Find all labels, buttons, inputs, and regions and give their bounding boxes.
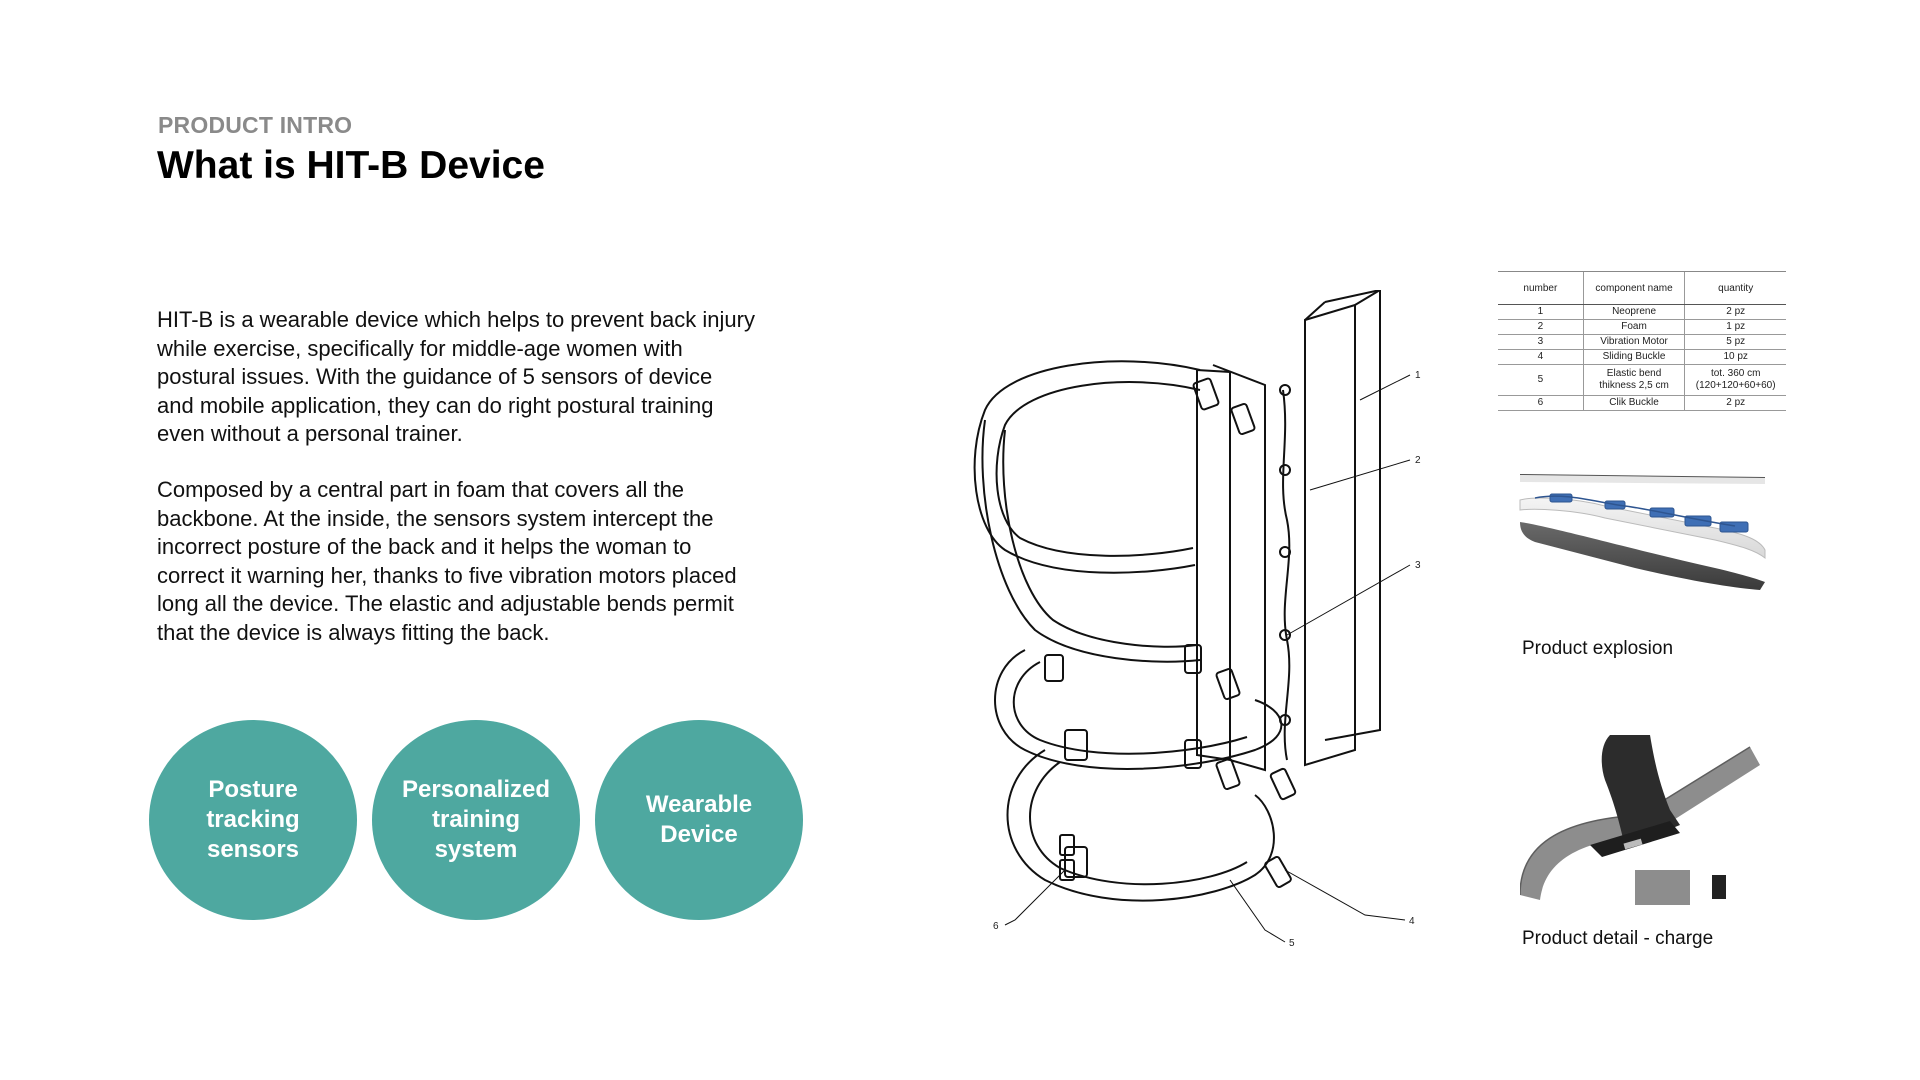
badge-posture-tracking: Posture tracking sensors (149, 720, 357, 920)
charging-port-render-icon (1520, 735, 1760, 905)
cell-number: 5 (1498, 364, 1584, 396)
callout-6: 6 (993, 921, 999, 932)
header-component: component name (1582, 271, 1685, 305)
cell-component: Sliding Buckle (1582, 349, 1685, 365)
cell-number: 2 (1498, 319, 1584, 335)
composition-paragraph: Composed by a central part in foam that … (157, 477, 737, 645)
callout-5: 5 (1289, 938, 1295, 949)
exploded-backbrace-drawing-icon: 1 2 3 4 5 6 (973, 290, 1421, 949)
cell-component: Foam (1582, 319, 1685, 335)
callout-3: 3 (1415, 560, 1421, 571)
badge-personalized-training: Personalized training system (372, 720, 580, 920)
cell-number: 3 (1498, 334, 1584, 350)
cell-component: Clik Buckle (1582, 395, 1685, 411)
table-row: 5 Elastic bend thikness 2,5 cm tot. 360 … (1498, 364, 1786, 396)
cell-quantity: 10 pz (1684, 349, 1786, 365)
caption-product-detail: Product detail - charge (1522, 928, 1714, 949)
cell-number: 1 (1498, 304, 1584, 320)
cell-component: Vibration Motor (1582, 334, 1685, 350)
layer-explosion-render-icon (1519, 474, 1766, 590)
cell-number: 4 (1498, 349, 1584, 365)
table-header-row: number component name quantity (1498, 271, 1786, 305)
cell-quantity: 5 pz (1684, 334, 1786, 350)
section-label: PRODUCT INTRO (158, 112, 353, 138)
components-table: number component name quantity 1 Neopren… (1498, 271, 1786, 411)
cell-quantity: 1 pz (1684, 319, 1786, 335)
cell-component: Elastic bend thikness 2,5 cm (1582, 364, 1685, 396)
badge-wearable-device: Wearable Device (595, 720, 803, 920)
header-number: number (1498, 271, 1584, 305)
cell-quantity: 2 pz (1684, 395, 1786, 411)
table-row: 3 Vibration Motor 5 pz (1498, 334, 1786, 350)
intro-paragraph: HIT-B is a wearable device which helps t… (157, 307, 755, 446)
callout-2: 2 (1415, 455, 1421, 466)
header-quantity: quantity (1684, 271, 1786, 305)
cell-component: Neoprene (1582, 304, 1685, 320)
page-title: What is HIT-B Device (157, 144, 545, 187)
cell-number: 6 (1498, 395, 1584, 411)
cell-quantity: 2 pz (1684, 304, 1786, 320)
caption-product-explosion: Product explosion (1522, 638, 1674, 659)
cell-quantity: tot. 360 cm (120+120+60+60) (1684, 364, 1786, 396)
callout-1: 1 (1415, 370, 1421, 381)
table-row: 1 Neoprene 2 pz (1498, 304, 1786, 320)
callout-4: 4 (1409, 916, 1415, 927)
table-row: 6 Clik Buckle 2 pz (1498, 395, 1786, 411)
table-row: 2 Foam 1 pz (1498, 319, 1786, 335)
table-row: 4 Sliding Buckle 10 pz (1498, 349, 1786, 365)
